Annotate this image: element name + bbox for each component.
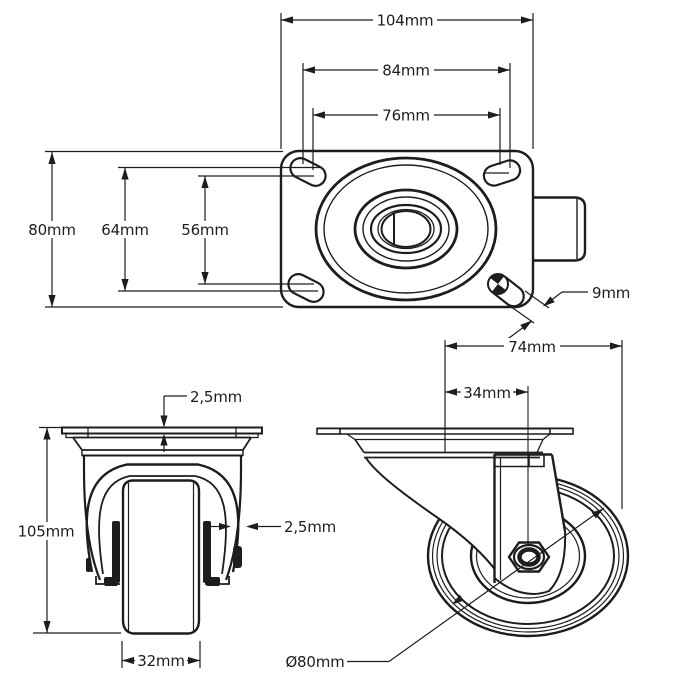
dimension-plate-thickness: 2,5mm bbox=[160, 388, 242, 452]
dimension-bracket-thickness: 2,5mm bbox=[209, 518, 336, 536]
axle-details bbox=[86, 521, 242, 586]
dim-label-slot-pitch-depth: 56mm bbox=[181, 221, 229, 239]
dim-label-hole-pitch-depth: 64mm bbox=[101, 221, 149, 239]
dim-label-slot-hole: 9mm bbox=[592, 284, 630, 302]
dim-label-hole-pitch-width: 84mm bbox=[382, 62, 430, 80]
kingpin-hole bbox=[380, 210, 432, 248]
dimension-hole-pitch-depth: 64mm bbox=[99, 167, 151, 291]
mounting-slot-bottom-left bbox=[287, 273, 325, 303]
dimension-swivel-width: 74mm bbox=[444, 338, 623, 509]
dim-label-swivel-width: 74mm bbox=[508, 338, 556, 356]
dimension-plate-depth: 80mm bbox=[26, 152, 78, 307]
dimension-plate-width: 104mm bbox=[281, 11, 533, 30]
dim-label-plate-width: 104mm bbox=[377, 12, 434, 30]
wheel-top-view bbox=[533, 196, 587, 262]
swivel-housing-front bbox=[72, 436, 252, 457]
dimension-kingpin-offset: 34mm bbox=[445, 384, 528, 402]
dimension-slot-hole: 9mm bbox=[504, 284, 630, 342]
dim-label-plate-depth: 80mm bbox=[28, 221, 76, 239]
plate-front-view bbox=[61, 426, 263, 435]
mounting-slot-top-right bbox=[482, 159, 522, 187]
plate-end-tab bbox=[549, 427, 574, 435]
extension-lines-top-view bbox=[45, 13, 534, 308]
dim-label-plate-thickness: 2,5mm bbox=[190, 388, 242, 406]
dim-label-wheel-diameter: Ø80mm bbox=[285, 653, 344, 671]
dimension-overall-height: 105mm bbox=[18, 426, 121, 634]
dimension-wheel-width: 32mm bbox=[121, 641, 201, 670]
top-view-dimensions: 104mm 84mm 76mm 80mm bbox=[26, 11, 630, 342]
dim-label-slot-pitch-width: 76mm bbox=[382, 107, 430, 125]
side-view bbox=[316, 386, 630, 638]
dimension-wheel-diameter: Ø80mm bbox=[285, 507, 605, 671]
dimension-slot-pitch-depth: 56mm bbox=[179, 176, 231, 284]
front-view bbox=[61, 426, 263, 635]
swivel-bearing-rings bbox=[314, 156, 498, 302]
dim-label-overall-height: 105mm bbox=[18, 523, 75, 541]
top-view bbox=[279, 149, 587, 309]
slot-hole-quadrant bbox=[490, 274, 505, 284]
axle-hex-nut bbox=[507, 541, 551, 573]
fork-silhouette bbox=[366, 458, 497, 585]
dim-label-kingpin-offset: 34mm bbox=[463, 384, 511, 402]
slot-hole-quadrant bbox=[491, 284, 506, 294]
dimension-hole-pitch-width: 84mm bbox=[303, 61, 510, 80]
mounting-slots bbox=[287, 157, 525, 308]
front-view-dimensions: 2,5mm 105mm 2,5mm 32mm bbox=[18, 388, 337, 670]
mounting-slot-top-left bbox=[289, 157, 327, 187]
fork-front bbox=[82, 456, 243, 585]
mounting-plate-top bbox=[279, 149, 535, 309]
dim-label-bracket-thickness: 2,5mm bbox=[284, 518, 336, 536]
fork-curve bbox=[365, 457, 498, 573]
brake-lever bbox=[233, 546, 242, 568]
fork-leg-side bbox=[493, 453, 567, 595]
dimension-slot-pitch-width: 76mm bbox=[313, 106, 500, 125]
dim-label-wheel-width: 32mm bbox=[137, 652, 185, 670]
side-view-dimensions: 74mm 34mm Ø80mm bbox=[285, 338, 623, 671]
plate-end-tab bbox=[316, 427, 341, 435]
wheel-front-view bbox=[121, 479, 201, 635]
